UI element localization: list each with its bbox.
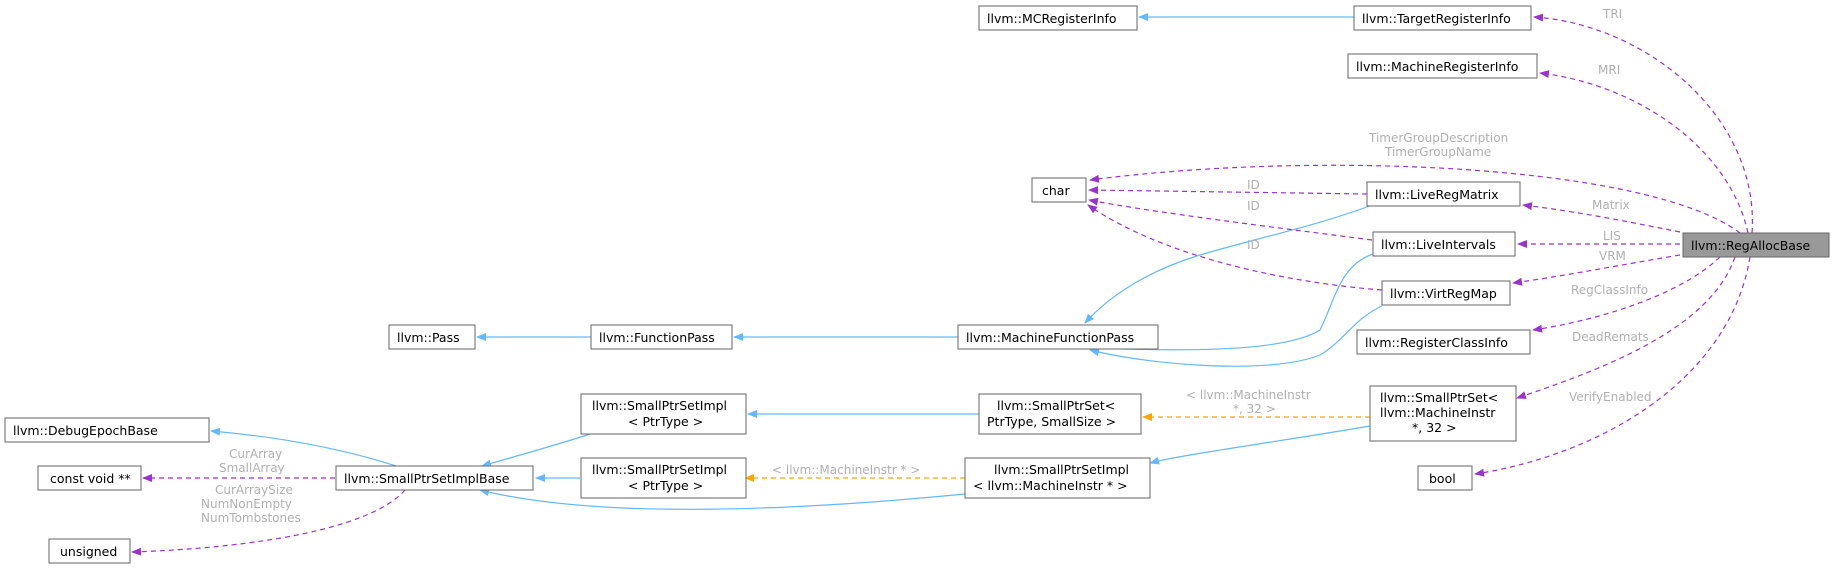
node-debugepochbase[interactable]: llvm::DebugEpochBase xyxy=(4,417,210,443)
edge-verifyenabled xyxy=(1474,256,1751,477)
edge-label-tri: TRI xyxy=(1602,7,1622,21)
node-unsigned-label: unsigned xyxy=(60,544,117,559)
node-char[interactable]: char xyxy=(1031,177,1087,203)
node-bool[interactable]: bool xyxy=(1417,465,1473,491)
node-smallptrsetimpl-mi-line1: llvm::SmallPtrSetImpl xyxy=(994,462,1129,477)
node-smallptrsetimpl-ptrtype-b-line2: < PtrType > xyxy=(628,478,703,493)
node-machinefunctionpass[interactable]: llvm::MachineFunctionPass xyxy=(957,324,1159,350)
node-machinefunctionpass-label: llvm::MachineFunctionPass xyxy=(966,330,1134,345)
edge-smallptrset-mi32-smallptrsetimpl-mi xyxy=(1149,425,1371,465)
node-registerclassinfo[interactable]: llvm::RegisterClassInfo xyxy=(1356,329,1531,355)
node-pass[interactable]: llvm::Pass xyxy=(388,324,476,350)
edge-label-timergroup-description: TimerGroupDescription xyxy=(1368,131,1508,145)
node-liveregmatrix-label: llvm::LiveRegMatrix xyxy=(1375,187,1499,202)
node-virtregmap-label: llvm::VirtRegMap xyxy=(1390,286,1497,301)
node-smallptrset-mi32[interactable]: llvm::SmallPtrSet< llvm::MachineInstr *,… xyxy=(1369,385,1517,442)
node-registerclassinfo-label: llvm::RegisterClassInfo xyxy=(1365,335,1508,350)
edge-label-numtombstones: NumTombstones xyxy=(201,511,301,525)
node-regallocbase[interactable]: llvm::RegAllocBase xyxy=(1682,232,1830,258)
node-smallptrset-ptrtype[interactable]: llvm::SmallPtrSet< PtrType, SmallSize > xyxy=(978,393,1142,435)
edge-id-liveregmatrix xyxy=(1088,186,1368,195)
node-pass-label: llvm::Pass xyxy=(397,330,460,345)
node-smallptrsetimpl-ptrtype-b[interactable]: llvm::SmallPtrSetImpl < PtrType > xyxy=(580,457,747,499)
edge-label-curarray: CurArray xyxy=(229,447,282,461)
node-constvoid-label: const void ** xyxy=(50,471,131,486)
edges xyxy=(131,13,1753,556)
edge-label-id-virtregmap: ID xyxy=(1247,238,1260,252)
node-regallocbase-label: llvm::RegAllocBase xyxy=(1691,238,1810,253)
node-smallptrsetimpl-ptrtype-b-line1: llvm::SmallPtrSetImpl xyxy=(592,462,727,477)
node-char-label: char xyxy=(1042,183,1070,198)
node-smallptrsetimplbase[interactable]: llvm::SmallPtrSetImplBase xyxy=(335,465,534,491)
edge-tri xyxy=(1533,13,1753,234)
node-smallptrset-mi32-line1: llvm::SmallPtrSet< xyxy=(1380,390,1498,405)
edge-label-matrix: Matrix xyxy=(1592,198,1630,212)
node-targetregisterinfo[interactable]: llvm::TargetRegisterInfo xyxy=(1353,5,1532,31)
edge-smallptrsetimpl-a-smallptrsetimplbase xyxy=(481,433,591,468)
edge-cursize xyxy=(131,489,406,556)
node-smallptrset-mi32-line3: *, 32 > xyxy=(1412,420,1457,435)
node-debugepochbase-label: llvm::DebugEpochBase xyxy=(13,423,158,438)
edge-label-smallarray: SmallArray xyxy=(219,461,285,475)
node-mcregisterinfo-label: llvm::MCRegisterInfo xyxy=(987,11,1117,26)
edge-label-vrm: VRM xyxy=(1599,249,1626,263)
nodes: llvm::RegAllocBase llvm::TargetRegisterI… xyxy=(4,5,1830,564)
edge-label-deadremats: DeadRemats xyxy=(1572,330,1649,344)
node-smallptrsetimpl-ptrtype-a[interactable]: llvm::SmallPtrSetImpl < PtrType > xyxy=(580,393,747,435)
node-liveintervals-label: llvm::LiveIntervals xyxy=(1381,237,1496,252)
edge-label-lis: LIS xyxy=(1603,229,1621,243)
node-smallptrset-ptrtype-line1: llvm::SmallPtrSet< xyxy=(997,398,1115,413)
edge-virtregmap-machinefunctionpass xyxy=(1089,305,1383,367)
edge-vrm xyxy=(1512,254,1681,286)
edge-liveintervals-machinefunctionpass xyxy=(1087,253,1374,353)
node-unsigned[interactable]: unsigned xyxy=(48,538,131,564)
edge-id-liveintervals xyxy=(1088,197,1373,241)
node-smallptrset-ptrtype-line2: PtrType, SmallSize > xyxy=(987,414,1116,429)
node-liveintervals[interactable]: llvm::LiveIntervals xyxy=(1372,231,1516,257)
edge-label-tmpl-mi32-line1: < llvm::MachineInstr xyxy=(1186,388,1311,402)
node-smallptrsetimpl-ptrtype-a-line2: < PtrType > xyxy=(628,414,703,429)
node-smallptrsetimpl-mi[interactable]: llvm::SmallPtrSetImpl < llvm::MachineIns… xyxy=(964,457,1151,499)
node-virtregmap[interactable]: llvm::VirtRegMap xyxy=(1381,280,1511,306)
node-targetregisterinfo-label: llvm::TargetRegisterInfo xyxy=(1362,11,1511,26)
edge-id-virtregmap xyxy=(1087,204,1383,291)
edge-smallptrsetimplbase-debugepochbase xyxy=(210,427,397,467)
node-smallptrsetimpl-ptrtype-a-line1: llvm::SmallPtrSetImpl xyxy=(592,398,727,413)
edge-label-timergroup-name: TimerGroupName xyxy=(1384,145,1491,159)
edge-label-curarraysize: CurArraySize xyxy=(215,483,293,497)
edge-label-verifyenabled: VerifyEnabled xyxy=(1569,390,1652,404)
edge-deadremats xyxy=(1516,256,1736,399)
node-functionpass[interactable]: llvm::FunctionPass xyxy=(590,324,733,350)
edge-regclassinfo xyxy=(1532,256,1721,333)
node-smallptrsetimplbase-label: llvm::SmallPtrSetImplBase xyxy=(344,471,510,486)
node-functionpass-label: llvm::FunctionPass xyxy=(599,330,715,345)
edge-labels: TRI MRI TimerGroupDescription TimerGroup… xyxy=(201,7,1652,525)
edge-smallptrsetimpl-mi-smallptrsetimplbase xyxy=(479,488,966,510)
edge-label-regclassinfo: RegClassInfo xyxy=(1571,283,1648,297)
edge-label-id-liveregmatrix: ID xyxy=(1247,178,1260,192)
node-liveregmatrix[interactable]: llvm::LiveRegMatrix xyxy=(1366,181,1521,207)
edge-label-numnonempty: NumNonEmpty xyxy=(201,497,292,511)
node-machineregisterinfo[interactable]: llvm::MachineRegisterInfo xyxy=(1347,53,1538,79)
node-mcregisterinfo[interactable]: llvm::MCRegisterInfo xyxy=(978,5,1138,31)
edge-timergroup xyxy=(1089,164,1741,234)
edge-mri xyxy=(1539,70,1749,234)
node-smallptrsetimpl-mi-line2: < llvm::MachineInstr * > xyxy=(973,478,1128,493)
node-bool-label: bool xyxy=(1429,471,1456,486)
edge-label-tmpl-mi32-line2: *, 32 > xyxy=(1233,402,1276,416)
edge-label-tmpl-mi: < llvm::MachineInstr * > xyxy=(772,463,920,477)
edge-liveregmatrix-machinefunctionpass xyxy=(1084,204,1373,324)
edge-label-id-liveintervals: ID xyxy=(1247,199,1260,213)
node-smallptrset-mi32-line2: llvm::MachineInstr xyxy=(1380,405,1496,420)
node-machineregisterinfo-label: llvm::MachineRegisterInfo xyxy=(1356,59,1518,74)
edge-label-mri: MRI xyxy=(1598,63,1620,77)
node-constvoid[interactable]: const void ** xyxy=(37,465,142,491)
